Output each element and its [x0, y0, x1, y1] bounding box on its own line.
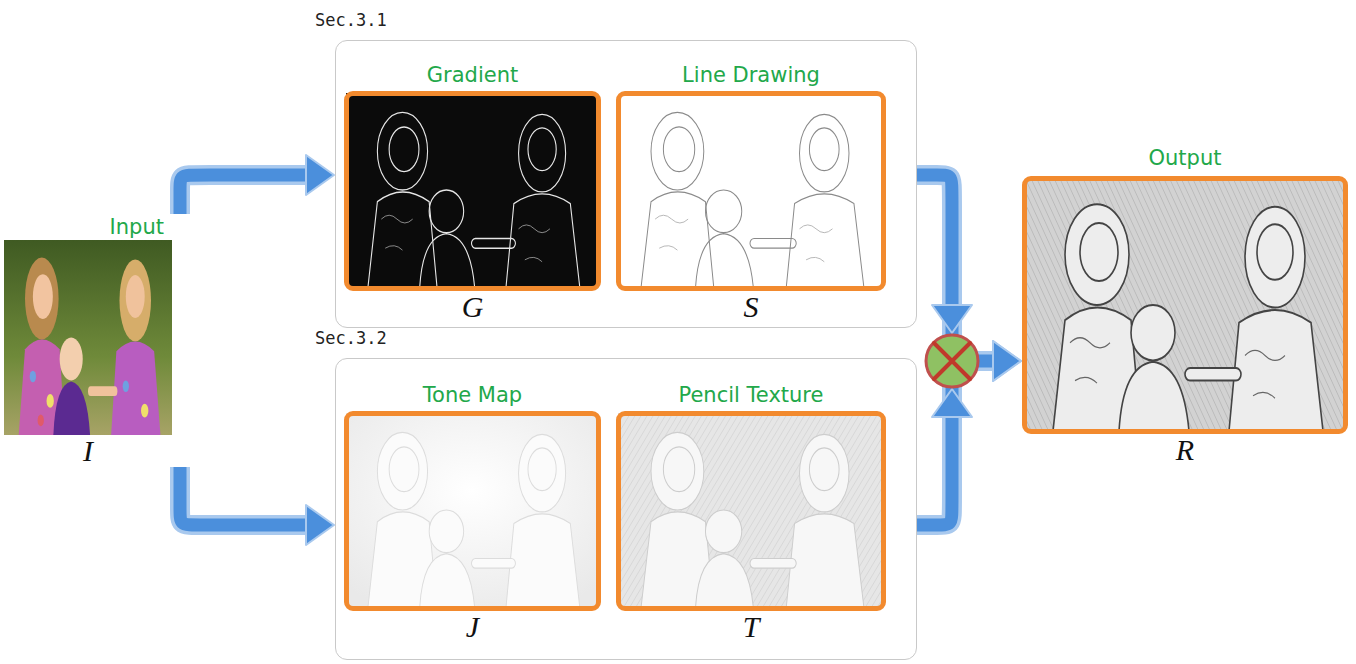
section-heading: Sec.3.1	[315, 8, 387, 32]
image-frame	[616, 411, 886, 611]
arrow-shaft	[180, 467, 306, 525]
picture-background	[346, 413, 597, 607]
image-frame	[344, 411, 601, 611]
pencil-hatching	[618, 413, 882, 607]
image-title: Gradient	[344, 59, 601, 91]
section-panel: Tone MapJPencil TextureTSec.3.2	[335, 358, 917, 660]
image-frame	[4, 240, 172, 435]
baby-shirt	[53, 381, 90, 435]
line-drawing-picture	[618, 93, 882, 287]
variable-letter: I	[4, 435, 172, 467]
output-image: OutputR	[1022, 140, 1348, 466]
arrow-head	[932, 305, 972, 333]
edge-outlines	[368, 112, 580, 287]
sketch-texture	[1070, 338, 1285, 398]
multiply-symbol	[926, 335, 978, 387]
arrow-outline	[180, 175, 306, 214]
pencil-texture-image: Pencil TextureT	[616, 379, 886, 643]
dress-dot	[123, 380, 129, 392]
image-title: Pencil Texture	[616, 379, 886, 411]
flow-arrow	[180, 467, 306, 525]
image-title: Line Drawing	[616, 59, 886, 91]
texture-figures	[641, 432, 864, 607]
multiply-cross	[934, 343, 970, 379]
line-drawing-image: Line DrawingS	[616, 59, 886, 323]
input-photo	[4, 240, 172, 435]
dress-dot	[30, 371, 36, 383]
baby-head	[60, 338, 83, 381]
picture-background	[618, 93, 882, 287]
image-title: Input	[4, 214, 194, 240]
variable-letter: R	[1022, 434, 1348, 466]
arrow-head	[932, 389, 972, 417]
hair	[120, 260, 152, 342]
gradient-image: GradientG	[344, 59, 601, 323]
tone-map-image: Tone MapJ	[344, 379, 601, 643]
pencil-texture-picture	[618, 413, 882, 607]
tone-map-picture	[346, 413, 597, 607]
sketched-figures	[1053, 204, 1323, 431]
image-title: Output	[1022, 140, 1348, 176]
picture-background	[1025, 179, 1345, 431]
arrow-outline	[917, 175, 993, 361]
image-title: Tone Map	[344, 379, 601, 411]
arrow-outline	[180, 467, 306, 525]
photo-background	[4, 240, 172, 435]
image-frame	[344, 91, 601, 291]
input-image: InputI	[4, 214, 194, 467]
dress	[111, 341, 160, 435]
section-panel: GradientGLine DrawingSSec.3.1	[335, 40, 917, 328]
edge-texture	[381, 215, 550, 262]
arrow-shaft	[180, 175, 306, 214]
dress-dot	[38, 415, 44, 427]
flow-arrow	[917, 175, 993, 361]
image-frame	[1022, 176, 1348, 434]
pencil-hatching	[1025, 179, 1345, 431]
picture-background	[618, 413, 882, 607]
hair	[25, 258, 59, 340]
variable-letter: T	[616, 611, 886, 643]
tone-figures	[368, 432, 580, 607]
variable-letter: S	[616, 291, 886, 323]
dress-dot	[47, 394, 54, 408]
variable-letter: J	[344, 611, 601, 643]
variable-letter: G	[344, 291, 601, 323]
face	[33, 274, 53, 319]
section-heading: Sec.3.2	[315, 326, 387, 350]
dress-dot	[141, 404, 148, 418]
hands	[88, 386, 117, 396]
stroke-texture	[655, 215, 832, 262]
gradient-picture	[346, 93, 597, 287]
output-picture	[1025, 179, 1345, 431]
flow-arrow	[180, 175, 306, 214]
stroke-outlines	[641, 112, 864, 287]
face	[126, 275, 145, 318]
picture-background	[346, 93, 597, 287]
image-frame	[616, 91, 886, 291]
arrow-shaft	[917, 175, 993, 361]
